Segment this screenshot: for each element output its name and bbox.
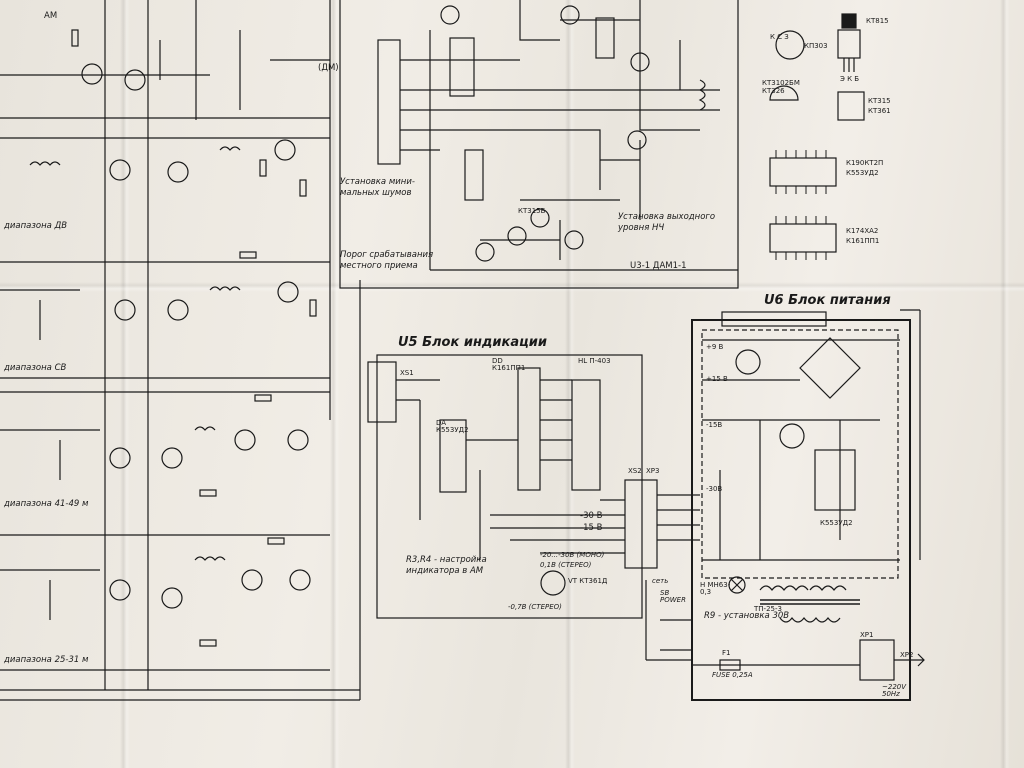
paper-fold (0, 282, 1024, 292)
legend-k190kt2p: К190КТ2П (846, 159, 884, 167)
voltage-minus30: -30 В (580, 511, 603, 521)
note-r9: R9 - установка 30В (704, 611, 790, 621)
u6-block-title: U6 Блок питания (764, 293, 891, 308)
note-output-level: Установка выходного уровня НЧ (618, 212, 716, 233)
xp1-connector-label: XP1 (860, 631, 874, 639)
voltage-minus15-u6: -15В (706, 421, 723, 429)
voltage-mono: -20...-30В (МОНО) (540, 551, 605, 559)
vt3-label: КТ315Б (518, 207, 546, 215)
hl-indicator-label: HL П-403 (578, 357, 611, 365)
paper-fold (565, 0, 575, 768)
range-label-dv: диапазона ДВ (4, 221, 68, 231)
note-r3r4: R3,R4 - настройка индикатора в АМ (406, 555, 487, 576)
range-label-sv: диапазона СВ (4, 363, 67, 373)
dm-label: (ДМ) (318, 63, 339, 73)
voltage-stereo: -0,7В (СТЕРЕО) (508, 603, 562, 611)
voltage-plus15: +15 В (706, 375, 728, 383)
legend-k553ud2: К553УД2 (846, 169, 879, 177)
da-chip-label: DA К553УД2 (436, 419, 469, 434)
am-label: АМ (44, 11, 58, 21)
f1-fuse-label: F1 (722, 649, 731, 657)
legend-kt3102: КТ3102БМ (762, 79, 800, 87)
paper-fold (1000, 0, 1010, 768)
u6-da-chip-label: К553УД2 (820, 519, 853, 527)
power-switch-label: SB POWER (660, 589, 686, 604)
paper-fold (330, 0, 340, 768)
transformer-label: ТП-25-3 (754, 605, 782, 613)
legend-kt315: КТ315 (868, 97, 891, 105)
range-label-41: диапазона 41-49 м (4, 499, 89, 509)
legend-pinout-ebk: Э К Б (840, 75, 860, 83)
xp3-connector-label: XP3 (646, 467, 660, 475)
lamp-label: H МН63-0,3 (700, 581, 731, 596)
legend-kt815: КТ815 (866, 17, 889, 25)
dd-chip-label: DD К161ПП1 (492, 357, 526, 372)
u3-module-label: U3-1 ДАМ1-1 (630, 261, 687, 271)
fuse-label: FUSE 0,25А (712, 671, 753, 679)
xs2-connector-label: XS2 (628, 467, 642, 475)
u5-block-title: U5 Блок индикации (398, 335, 547, 350)
voltage-stereo-2: 0,1В (СТЕРЕО) (540, 561, 592, 569)
mains-set-label: сеть (652, 577, 669, 585)
note-min-noise: Установка мини-мальных шумов (340, 177, 415, 198)
paper-fold (120, 0, 130, 768)
voltage-minus30-u6: -30В (706, 485, 723, 493)
voltage-plus9: +9 В (706, 343, 724, 351)
legend-pinout-ksz: К С З (770, 33, 789, 41)
note-threshold: Порог срабатывания местного приема (340, 250, 434, 271)
xp2-connector-label: XP2 (900, 651, 914, 659)
xs1-connector-label: XS1 (400, 369, 414, 377)
legend-k174xa2: К174ХА2 (846, 227, 879, 235)
vt-transistor-label: VT КТ361Д (568, 577, 608, 585)
range-label-25: диапазона 25-31 м (4, 655, 89, 665)
legend-k161pp1: К161ПП1 (846, 237, 880, 245)
voltage-minus15: -15 В (580, 523, 603, 533)
mains-voltage-label: ~220V 50Hz (882, 683, 907, 698)
legend-kp303: КП303 (804, 42, 828, 50)
legend-kt326: КТ326 (762, 87, 785, 95)
legend-kt361: КТ361 (868, 107, 891, 115)
